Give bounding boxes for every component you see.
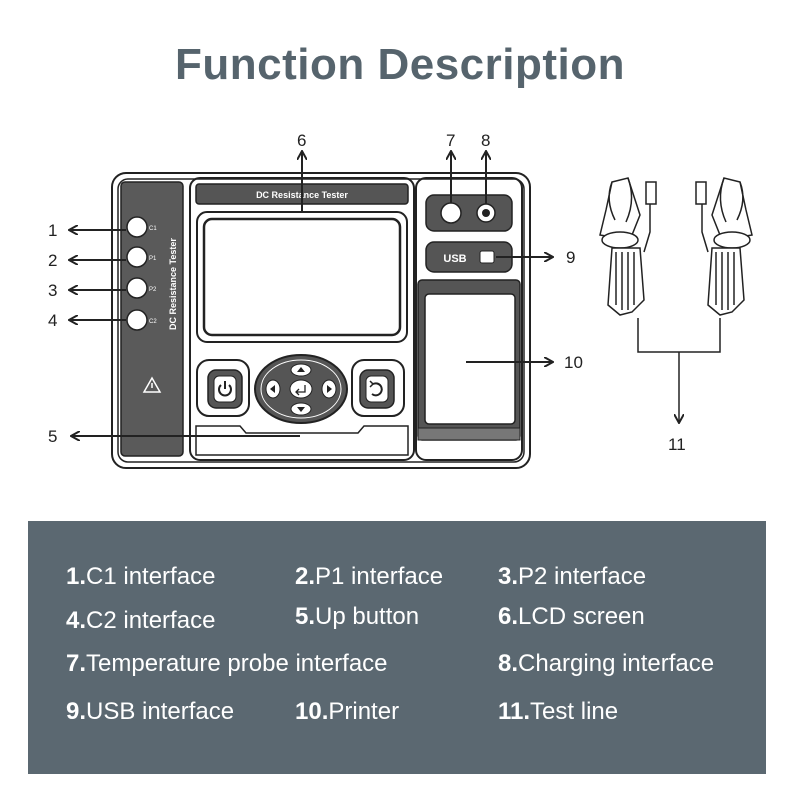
callout-3: 3 — [48, 281, 57, 300]
port-label-p2: P2 — [149, 287, 157, 293]
test-line-bracket — [637, 318, 721, 422]
port-label-c1: C1 — [149, 226, 157, 232]
legend-item-11: 11.Test line — [498, 698, 619, 725]
lcd-screen — [196, 211, 408, 343]
legend-item-2: 2.P1 interface — [295, 563, 444, 590]
down-arrow-icon — [297, 407, 305, 412]
page-title: Function Description — [175, 40, 625, 89]
callout-11: 11 — [668, 435, 686, 454]
navigation-pad[interactable] — [254, 354, 348, 424]
return-icon — [369, 380, 383, 397]
warning-icon — [142, 376, 162, 393]
side-label: DC Resistance Tester — [168, 238, 178, 330]
callout-4: 4 — [48, 311, 57, 330]
callout-9: 9 — [566, 248, 575, 267]
usb-port[interactable]: USB — [425, 241, 513, 273]
left-arrow-icon — [270, 385, 275, 393]
legend-item-4: 4.C2 interface — [66, 607, 216, 634]
back-button[interactable] — [351, 359, 405, 417]
port-p1[interactable]: P1 — [126, 246, 157, 268]
port-label-p1: P1 — [149, 256, 157, 262]
power-icon — [218, 381, 232, 397]
device-diagram: DC Resistance Tester C1 P1 P2 C2 DC Resi… — [48, 131, 753, 469]
legend-item-8: 8.Charging interface — [498, 650, 715, 677]
temperature-probe-port[interactable] — [440, 202, 462, 224]
right-panel — [415, 177, 523, 461]
printer — [417, 279, 521, 441]
callout-arrows — [70, 152, 552, 436]
legend-item-6: 6.LCD screen — [498, 603, 645, 630]
legend-item-10: 10.Printer — [295, 698, 400, 725]
port-c1[interactable]: C1 — [126, 216, 157, 238]
test-leads — [599, 177, 753, 316]
right-arrow-icon — [327, 385, 332, 393]
callout-8: 8 — [481, 131, 490, 150]
legend-panel: 1.C1 interface 2.P1 interface 3.P2 inter… — [28, 521, 766, 774]
callout-10: 10 — [564, 353, 583, 372]
callout-numbers: 1 2 3 4 5 6 7 8 9 10 11 — [48, 131, 686, 454]
charging-port-inner — [482, 209, 490, 217]
usb-socket-icon — [479, 250, 495, 264]
usb-label: USB — [443, 253, 466, 265]
callout-1: 1 — [48, 221, 57, 240]
legend-item-9: 9.USB interface — [66, 698, 235, 725]
interface-panel — [425, 194, 513, 232]
up-arrow-icon — [297, 367, 305, 372]
port-c2[interactable]: C2 — [126, 309, 157, 331]
bottom-handle — [195, 425, 409, 456]
port-label-c2: C2 — [149, 319, 157, 325]
enter-button[interactable] — [289, 379, 313, 399]
legend-item-7: 7.Temperature probe interface — [66, 650, 388, 677]
port-p2[interactable]: P2 — [126, 277, 157, 299]
callout-2: 2 — [48, 251, 57, 270]
legend-item-5: 5.Up button — [295, 603, 420, 630]
callout-6: 6 — [297, 131, 306, 150]
callout-7: 7 — [446, 131, 455, 150]
legend-item-3: 3.P2 interface — [498, 563, 647, 590]
enter-icon — [295, 385, 306, 396]
legend-item-1: 1.C1 interface — [66, 563, 216, 590]
callout-5: 5 — [48, 427, 57, 446]
power-button[interactable] — [196, 359, 250, 417]
